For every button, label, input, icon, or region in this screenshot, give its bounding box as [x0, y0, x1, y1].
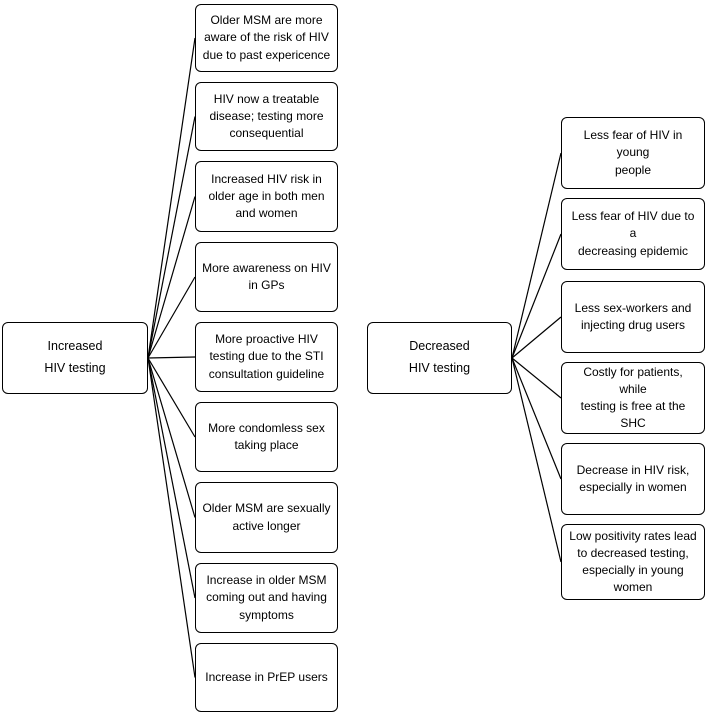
right-item-4: Costly for patients, while testing is fr… [561, 362, 705, 434]
connector-right-item-5 [511, 357, 562, 480]
left-item-9: Increase in PrEP users [195, 643, 338, 712]
connector-left-item-7 [147, 357, 196, 518]
right-item-5: Decrease in HIV risk, especially in wome… [561, 443, 705, 515]
left-item-3: Increased HIV risk in older age in both … [195, 161, 338, 232]
hub-decreased-testing: Decreased HIV testing [367, 322, 512, 394]
connector-left-item-1 [147, 37, 196, 359]
left-item-6: More condomless sex taking place [195, 402, 338, 472]
hub-increased-testing: Increased HIV testing [2, 322, 148, 394]
right-item-3: Less sex-workers and injecting drug user… [561, 281, 705, 353]
connector-right-item-3 [511, 316, 562, 359]
right-item-2: Less fear of HIV due to a decreasing epi… [561, 198, 705, 270]
left-item-2: HIV now a treatable disease; testing mor… [195, 82, 338, 151]
right-item-6: Low positivity rates lead to decreased t… [561, 524, 705, 600]
connector-left-item-6 [147, 357, 196, 438]
connector-left-item-9 [147, 357, 196, 678]
connector-left-item-8 [147, 357, 196, 599]
left-item-7: Older MSM are sexually active longer [195, 482, 338, 553]
connector-right-item-2 [511, 233, 562, 359]
connector-right-item-6 [511, 357, 562, 563]
connector-right-item-1 [511, 152, 562, 359]
connector-left-item-2 [147, 116, 196, 359]
connector-right-item-4 [511, 357, 562, 399]
connector-left-item-4 [147, 276, 196, 359]
left-item-1: Older MSM are more aware of the risk of … [195, 4, 338, 72]
right-item-1: Less fear of HIV in young people [561, 117, 705, 189]
left-item-4: More awareness on HIV in GPs [195, 242, 338, 312]
left-item-8: Increase in older MSM coming out and hav… [195, 563, 338, 633]
connector-left-item-3 [147, 196, 196, 359]
connector-left-item-5 [147, 356, 196, 359]
left-item-5: More proactive HIV testing due to the ST… [195, 322, 338, 392]
